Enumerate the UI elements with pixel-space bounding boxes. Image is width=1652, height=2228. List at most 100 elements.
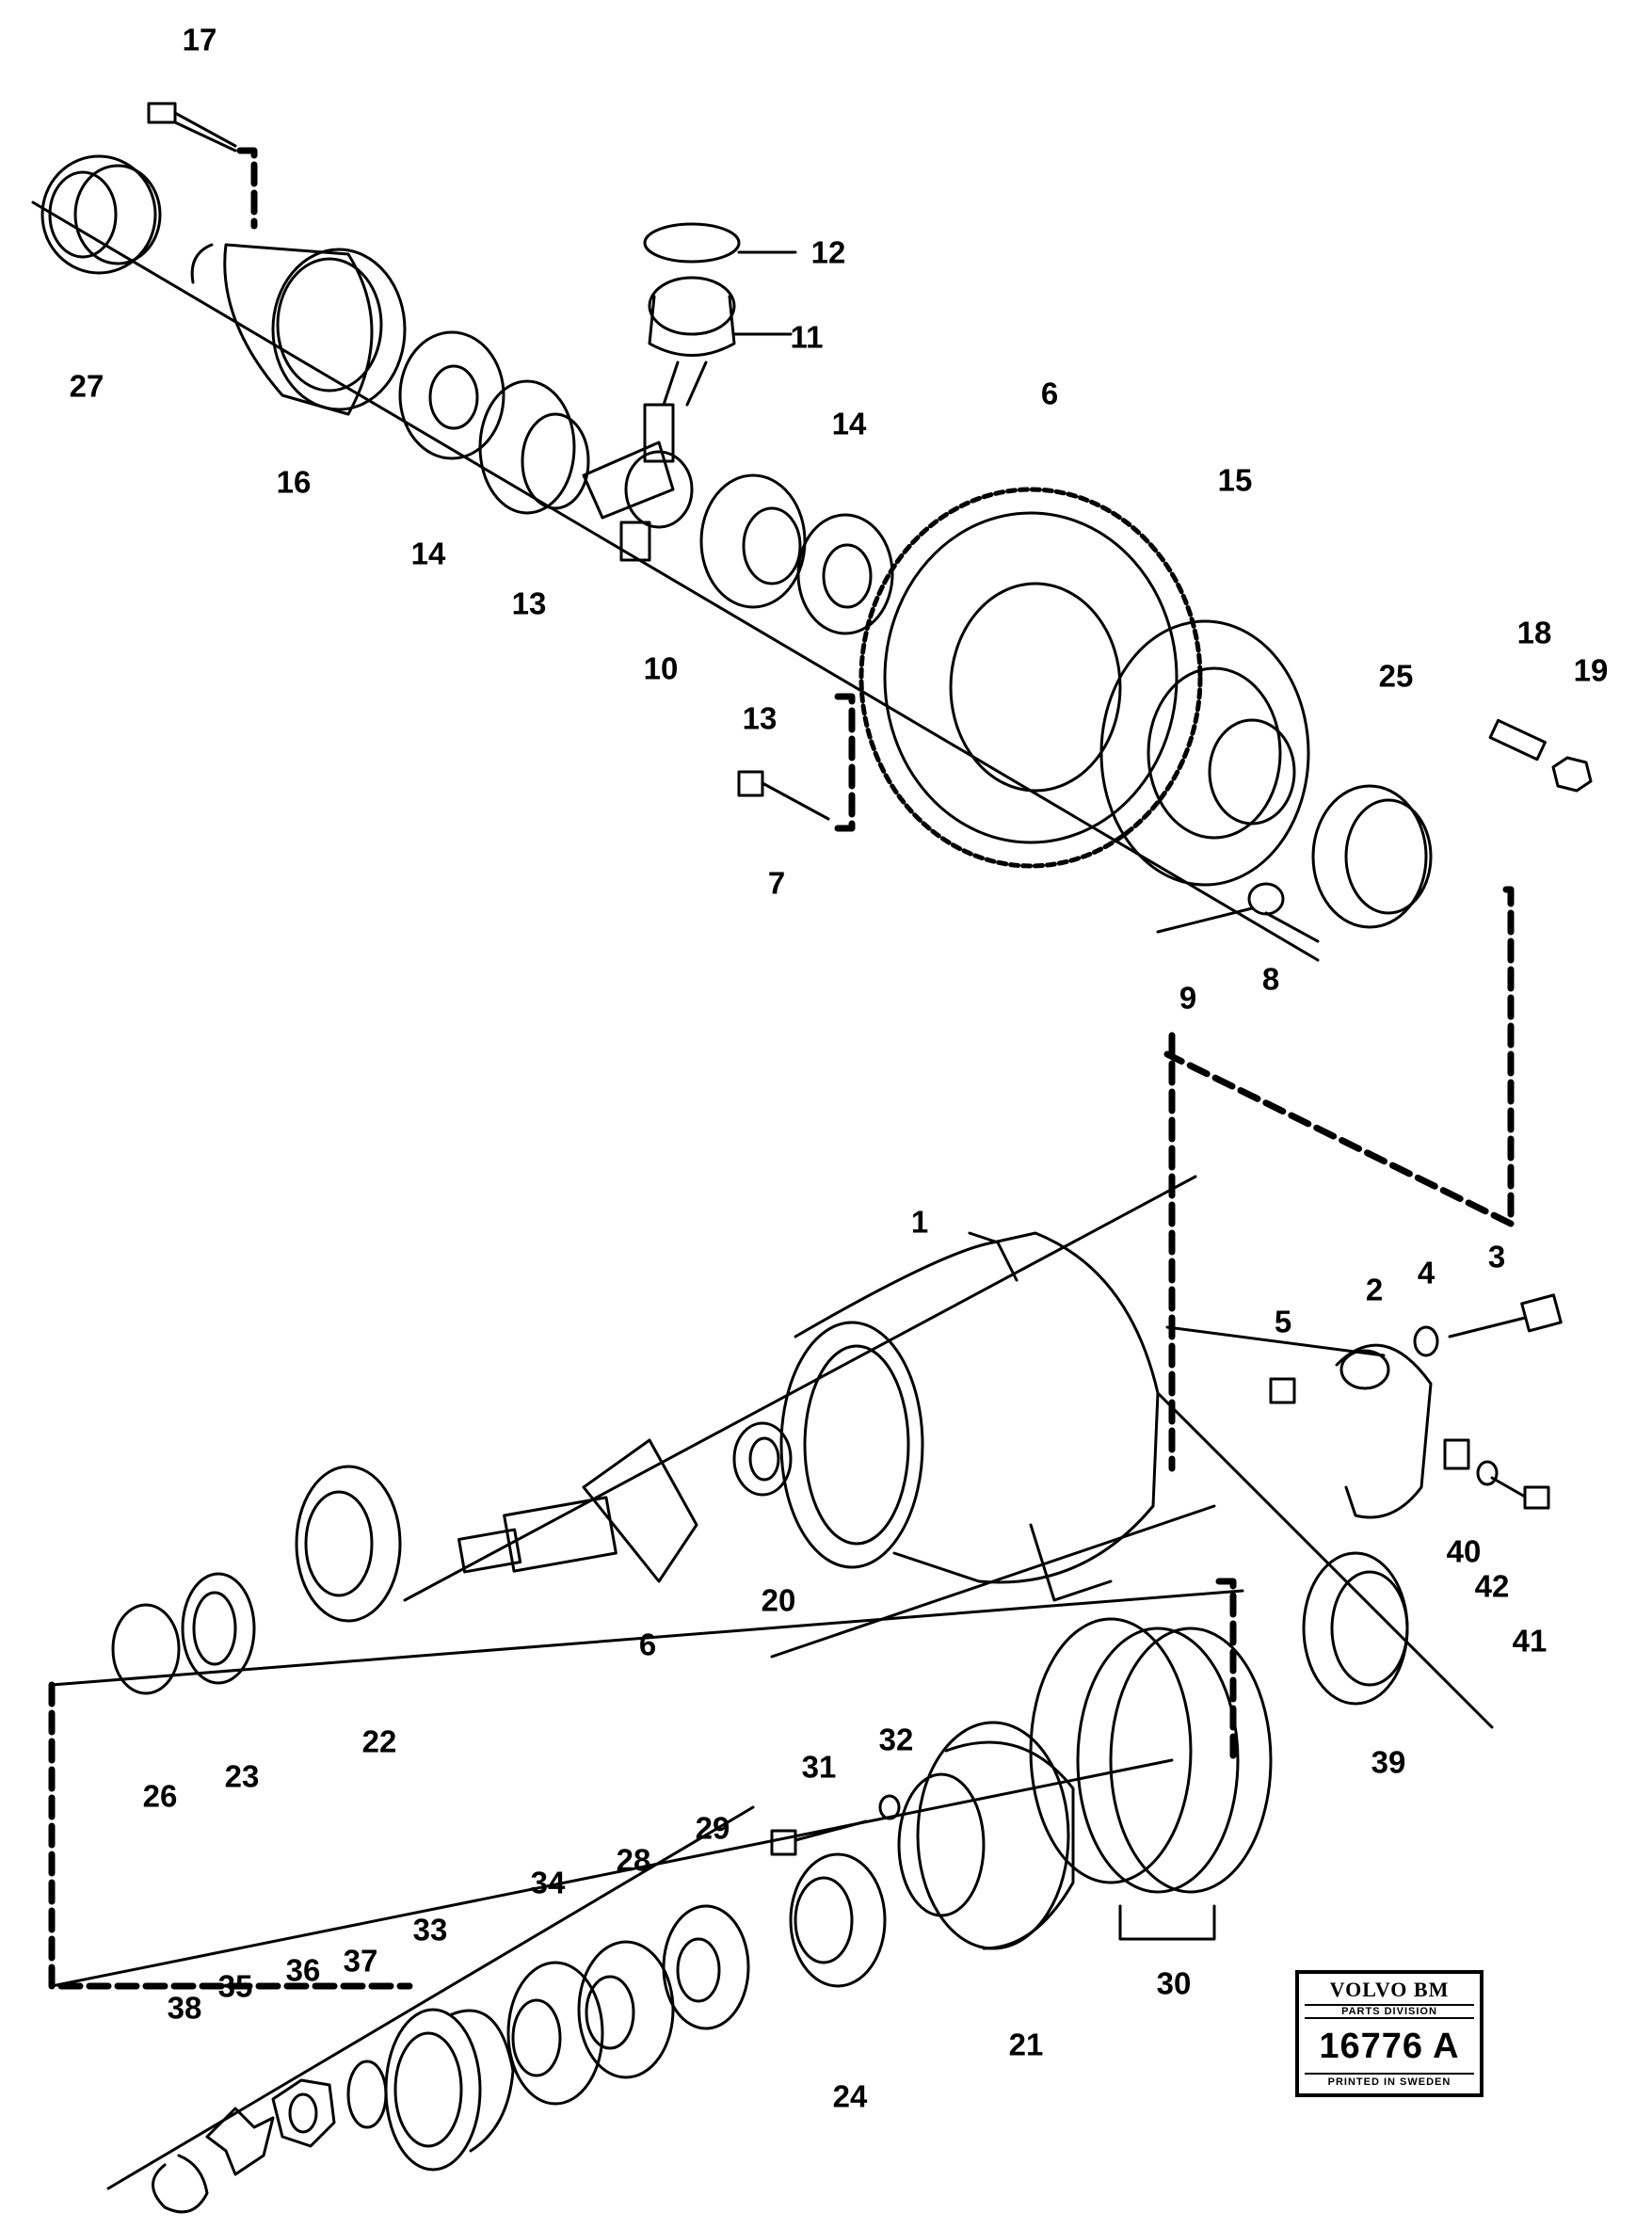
part-label: 36: [285, 1952, 321, 1988]
part-label: 2: [1365, 1272, 1384, 1307]
guide-7: [829, 693, 856, 832]
guide-30: [1215, 1578, 1237, 1764]
side-gear-13-right-icon: [699, 473, 807, 609]
part-label: 38: [167, 1990, 202, 2026]
bracket-axis: [1165, 1325, 1386, 1357]
part-label: 22: [361, 1723, 397, 1759]
lock-plate-40-icon: [1443, 1438, 1470, 1470]
part-label: 11: [790, 319, 824, 355]
part-label: 9: [1179, 980, 1197, 1016]
adjusting-nut-39-icon: [1302, 1551, 1409, 1706]
part-label: 26: [142, 1778, 178, 1814]
dust-cover-28-icon: [577, 1940, 675, 2079]
part-label: 8: [1261, 961, 1280, 997]
part-label: 4: [1417, 1255, 1435, 1290]
part-label: 32: [878, 1722, 914, 1757]
parts-division-stamp: VOLVO BM PARTS DIVISION 16776 A PRINTED …: [1295, 1970, 1484, 2097]
part-label: 3: [1487, 1239, 1506, 1274]
stamp-number: 16776 A: [1319, 2027, 1460, 2066]
washer-37-icon: [346, 2060, 388, 2129]
flange-33-icon: [384, 2008, 515, 2172]
nut-36-icon: [271, 2078, 336, 2148]
part-label: 27: [69, 368, 104, 404]
part-label: 6: [638, 1627, 657, 1662]
part-label: 25: [1378, 658, 1414, 694]
washer-4-icon: [1413, 1325, 1439, 1357]
part-label: 31: [801, 1749, 837, 1785]
part-label: 7: [767, 865, 786, 901]
lower-shaft-axis: [403, 1175, 1197, 1602]
sleeve-5-icon: [1269, 1377, 1296, 1404]
stamp-brand: VOLVO BM: [1329, 1978, 1450, 2001]
part-label: 15: [1217, 462, 1253, 498]
washer-14-left-icon: [398, 330, 505, 460]
bolt-3-icon: [1448, 1293, 1563, 1338]
castle-nut-8-icon: [1247, 882, 1285, 916]
upper-shaft-axis: [31, 200, 1320, 962]
part-label: 37: [343, 1943, 378, 1979]
case-axis: [1156, 1391, 1494, 1729]
cotter-pin-9-icon: [1156, 906, 1254, 934]
guide-25: [1163, 886, 1515, 1227]
part-label: 1: [910, 1204, 929, 1240]
part-label: 6: [1040, 376, 1059, 411]
bearing-20-icon: [732, 1421, 793, 1497]
part-label: 17: [182, 22, 217, 57]
part-label: 19: [1573, 652, 1609, 688]
part-label: 35: [217, 1968, 253, 2004]
part-label: 14: [831, 406, 867, 441]
part-label: 28: [616, 1842, 651, 1878]
seal-23-icon: [181, 1572, 256, 1685]
differential-case-15-icon: [1099, 619, 1310, 887]
part-label: 34: [530, 1865, 566, 1900]
lower-return-line: [50, 1589, 1244, 1687]
companion-flange-21-icon: [897, 1721, 1075, 1950]
bolt-7-icon: [737, 770, 830, 821]
part-label: 29: [695, 1810, 730, 1846]
part-label: 10: [643, 650, 679, 686]
stud-18-icon: [1488, 718, 1547, 761]
part-label: 41: [1512, 1623, 1548, 1659]
part-label: 39: [1371, 1744, 1406, 1780]
seal-34-icon: [506, 1961, 604, 2106]
bearing-27-icon: [40, 154, 162, 275]
bolt-17-icon: [147, 102, 237, 152]
washer-32-icon: [878, 1794, 901, 1820]
stamp-division: PARTS DIVISION: [1305, 2004, 1474, 2019]
part-label: 30: [1156, 1965, 1192, 2001]
part-label: 40: [1446, 1533, 1482, 1569]
housing-16-icon: [190, 243, 407, 416]
part-label: 5: [1274, 1304, 1292, 1339]
bolt-31-icon: [770, 1819, 868, 1856]
guide-lower: [48, 1681, 413, 1990]
shims-30-icon: [1029, 1617, 1273, 1941]
lock-washer-35-icon: [205, 2107, 275, 2176]
stamp-printed: PRINTED IN SWEDEN: [1305, 2073, 1474, 2088]
part-label: 18: [1516, 615, 1552, 650]
part-label: 13: [511, 585, 547, 621]
bearing-cap-2-icon: [1335, 1343, 1433, 1519]
ring-gear-6-icon: [858, 487, 1203, 869]
part-label: 42: [1474, 1568, 1510, 1604]
bolt-41-icon: [1490, 1476, 1550, 1510]
part-label: 24: [832, 2078, 868, 2114]
washer-14-right-icon: [796, 513, 894, 635]
guide-return: [50, 1758, 1174, 1988]
pinion-6-icon: [457, 1438, 698, 1583]
part-label: 33: [412, 1912, 448, 1947]
part-label: 12: [810, 234, 846, 270]
bottom-axis: [106, 1805, 755, 2190]
pinion-gear-11-icon: [648, 276, 736, 407]
part-label: 14: [410, 536, 446, 571]
part-label: 13: [742, 700, 778, 736]
bearing-24-icon: [789, 1852, 887, 1988]
part-label: 21: [1008, 2027, 1044, 2062]
nut-19-icon: [1551, 756, 1593, 793]
part-label: 20: [761, 1582, 796, 1618]
snap-ring-38-icon: [152, 2154, 209, 2214]
thrust-washer-12-icon: [643, 222, 741, 264]
bearing-22-icon: [295, 1465, 402, 1623]
spider-10-icon: [582, 403, 694, 562]
spacer-26-icon: [111, 1603, 181, 1695]
